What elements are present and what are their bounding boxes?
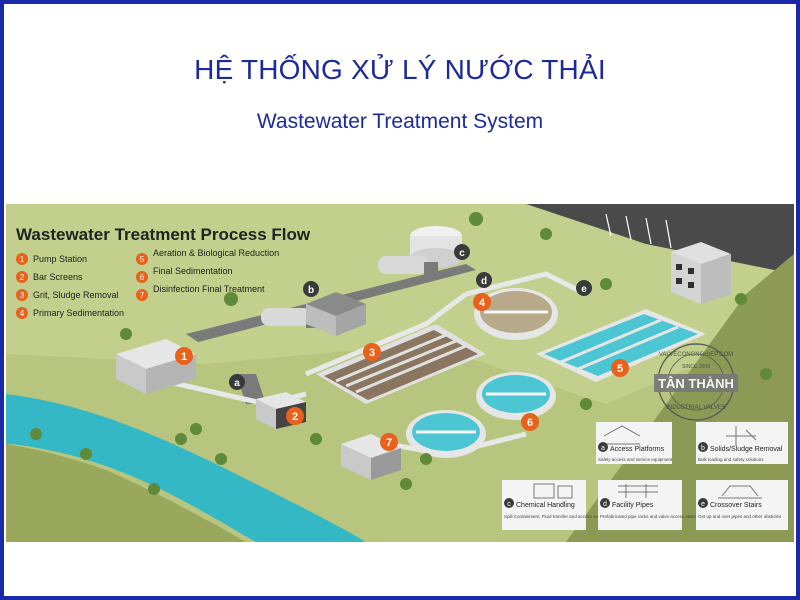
card-desc: Bulk loading and safety solutions xyxy=(698,457,764,462)
primary-sedimentation-tank xyxy=(474,288,558,340)
watermark-seal: TÂN THÀNH VALVECONGNGHIEP.COM SINCE 2009… xyxy=(654,343,738,421)
legend-right: 5 Aeration & Biological Reduction 6 Fina… xyxy=(136,248,279,301)
legend-label: Disinfection Final Treatment xyxy=(153,284,265,294)
access-card: e Crossover Stairs Get up and over pipes… xyxy=(696,480,788,530)
marker-label: b xyxy=(308,285,314,296)
final-sedimentation-tanks xyxy=(406,372,556,458)
marker-label: 5 xyxy=(617,363,623,375)
trees xyxy=(30,212,772,495)
embankment xyxy=(566,254,794,542)
parking-lines xyxy=(605,213,672,249)
bottom-margin xyxy=(4,542,796,596)
diagram-title: Wastewater Treatment Process Flow xyxy=(16,225,311,244)
legend-num: 6 xyxy=(140,273,145,282)
watermark-year: SINCE 2009 xyxy=(682,364,710,370)
watermark-arc-top: VALVECONGNGHIEP.COM xyxy=(659,352,733,358)
river xyxy=(6,394,366,542)
marker-label: 1 xyxy=(181,351,187,363)
legend-num: 7 xyxy=(140,291,145,300)
diagram-illustration: Wastewater Treatment Process Flow 1 Pump… xyxy=(6,204,794,542)
card-title: Access Platforms xyxy=(610,446,665,453)
legend-label: Final Sedimentation xyxy=(153,266,233,276)
card-title: Chemical Handling xyxy=(516,502,575,509)
page-title: HỆ THỐNG XỬ LÝ NƯỚC THẢI xyxy=(194,54,606,85)
marker-label: 2 xyxy=(292,411,298,423)
legend-num: 5 xyxy=(140,255,145,264)
marker-label: 3 xyxy=(369,347,375,359)
card-title: Crossover Stairs xyxy=(710,502,762,509)
page-subtitle: Wastewater Treatment System xyxy=(256,110,544,133)
marker-label: e xyxy=(581,284,587,295)
aeration-tanks xyxy=(536,309,706,382)
card-title: Solids/Sludge Removal xyxy=(710,446,783,453)
access-card: b Solids/Sludge Removal Bulk loading and… xyxy=(696,422,788,464)
card-letter: a xyxy=(601,445,605,452)
grit-removal-tanks xyxy=(316,324,486,404)
disinfection-building xyxy=(341,434,401,480)
card-desc: Prefabricated pipe racks and valve acces… xyxy=(600,514,697,519)
access-card: d Facility Pipes Prefabricated pipe rack… xyxy=(598,480,697,530)
access-cards-panel: a Access Platforms Safely access and ser… xyxy=(502,422,788,530)
card-letter: b xyxy=(701,445,705,452)
card-letter: e xyxy=(701,501,705,508)
legend-label: Grit, Sludge Removal xyxy=(33,290,119,300)
legend-label: Bar Screens xyxy=(33,272,83,282)
marker-label: 6 xyxy=(527,417,533,429)
storage-tank xyxy=(410,226,462,268)
card-desc: Spill Containment, Fluid transfer and ac… xyxy=(504,514,612,519)
marker-label: 4 xyxy=(479,297,486,309)
legend-label: Aeration & Biological Reduction xyxy=(153,248,279,258)
legend-num: 2 xyxy=(20,273,25,282)
legend-num: 4 xyxy=(20,309,25,318)
card-letter: d xyxy=(603,501,607,508)
marker-label: a xyxy=(234,378,240,389)
card-desc: Get up and over pipes and other obsticle… xyxy=(698,514,782,519)
card-title: Facility Pipes xyxy=(612,502,654,509)
marker-label: d xyxy=(481,276,487,287)
marker-label: 7 xyxy=(386,437,392,449)
marker-label: c xyxy=(459,248,465,259)
legend-left: 1 Pump Station 2 Bar Screens 3 Grit, Slu… xyxy=(16,253,124,319)
sludge-building xyxy=(306,292,366,336)
access-card: c Chemical Handling Spill Containment, F… xyxy=(502,480,612,530)
map-markers: 1 2 3 4 5 6 7 a b c d e xyxy=(175,244,629,451)
legend-num: 1 xyxy=(20,255,25,264)
legend-label: Primary Sedimentation xyxy=(33,308,124,318)
watermark-brand: TÂN THÀNH xyxy=(658,376,734,391)
access-card: a Access Platforms Safely access and ser… xyxy=(596,422,673,464)
legend-num: 3 xyxy=(20,291,25,300)
truck-top xyxy=(378,256,438,276)
watermark-arc-bottom: INDUSTRIAL VALVES xyxy=(666,405,726,411)
legend-label: Pump Station xyxy=(33,254,87,264)
process-flow-diagram: Wastewater Treatment Process Flow 1 Pump… xyxy=(6,204,794,542)
river-bank xyxy=(6,444,246,542)
office-building xyxy=(671,242,731,304)
card-letter: c xyxy=(507,501,511,508)
card-desc: Safely access and service equipment xyxy=(598,457,673,462)
